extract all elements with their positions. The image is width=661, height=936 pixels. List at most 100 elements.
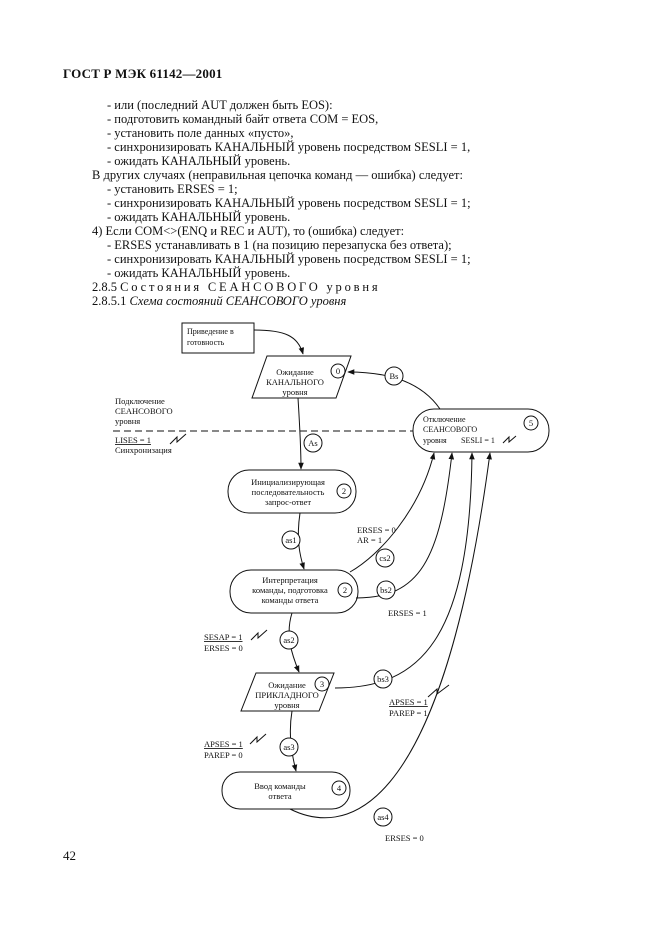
edge-cs2 [349,452,436,573]
body-line: - ожидать КАНАЛЬНЫЙ уровень. [107,266,291,280]
state-0-number-circle [330,363,346,379]
state-5-label-bg [419,428,515,435]
edge-as1 [297,512,305,570]
state-0-label: КАНАЛЬНОГО [266,377,324,387]
transition-as3-circle [279,737,299,757]
body-line: - синхронизировать КАНАЛЬНЫЙ уровень пос… [107,196,471,210]
state-4-number-circle [331,780,347,796]
body-line: - ожидать КАНАЛЬНЫЙ уровень. [107,210,291,224]
state-5-condition: SESLI = 1 [461,436,495,445]
erses0-bottom-label: ERSES = 0 [385,833,424,843]
transition-cs2-circle [375,548,395,568]
erses0-ar1-label: ERSES = 0 [357,525,396,535]
transition-As-circle [303,433,323,453]
state-3-box [240,672,335,712]
body-line: - установить поле данных «пусто», [107,126,294,140]
state-1-number-circle [336,483,352,499]
state-0-label: уровня [282,387,307,397]
sync-label: Синхронизация [115,445,172,455]
state-1-label: Инициализирующая [251,477,325,487]
section-number: 2.8.5 [92,280,117,294]
page-header: ГОСТ Р МЭК 61142—2001 [63,66,223,81]
state-0-box [251,355,352,399]
transition-cs2: cs2 [379,553,390,563]
state-3-number-circle [314,676,330,692]
edge-init-to-0 [253,329,305,355]
state-5-label: Отключение [423,415,466,424]
edge-As [297,397,304,470]
state-init-label: готовность [187,338,225,347]
section-title: Схема состояний СЕАНСОВОГО уровня [129,294,347,308]
state-5-label: СЕАНСОВОГО [423,425,477,434]
state-3-label: ПРИКЛАДНОГО [255,690,319,700]
body-line: - ERSES устанавливать в 1 (на позицию пе… [107,238,452,252]
edge-bs3 [334,452,475,689]
transition-bs2: bs2 [380,585,392,595]
body-line: - подготовить командный байт ответа COM … [107,112,379,126]
state-1-label: последовательность [252,487,325,497]
transition-as2-circle [279,630,299,650]
state-0-label: Ожидание [276,367,314,377]
erses0-ar1-label: AR = 1 [357,535,382,545]
state-3-label: Ожидание [268,680,306,690]
apses-parep0-label: APSES = 1 [204,739,243,749]
section-heading-2-8-5: 2.8.5 Состояния СЕАНСОВОГО уровня [92,280,380,294]
state-init-box [181,322,255,354]
sync-signal-icon [427,684,450,698]
transition-as4-circle [373,807,393,827]
sesap-condition: ERSES = 0 [204,643,243,653]
apses-parep1-label: APSES = 1 [389,697,428,707]
transition-As: As [308,438,317,448]
transition-Bs: Bs [390,371,399,381]
state-2-number: 2 [343,585,347,595]
body-line: 4) Если COM<>(ENQ и REC и AUT), то (ошиб… [92,224,405,238]
state-1-number: 2 [342,486,346,496]
state-5-label: уровня [423,436,447,445]
edge-as4 [289,452,492,819]
state-4-label: ответа [268,791,291,801]
erses1-label: ERSES = 1 [388,608,427,618]
transition-as2: as2 [283,635,294,645]
state-2-label: команды, подготовка [252,585,328,595]
state-5-number: 5 [529,418,533,428]
transition-as3: as3 [283,742,294,752]
transition-Bs-circle [384,366,404,386]
lises-condition: LISES = 1 [115,435,151,445]
state-0-number: 0 [336,366,340,376]
state-4-number: 4 [337,783,342,793]
transition-bs3-circle [373,669,393,689]
state-2-box [229,569,359,614]
connect-label: Подключение [115,396,165,406]
state-1-label: запрос-ответ [265,497,311,507]
transition-as1: as1 [285,535,296,545]
connect-label: уровня [115,416,140,426]
edge-bs2 [355,452,455,599]
body-line: - синхронизировать КАНАЛЬНЫЙ уровень пос… [107,252,471,266]
apses-parep0-label: PAREP = 0 [204,750,243,760]
section-number: 2.8.5.1 [92,294,127,308]
transition-as4: as4 [377,812,389,822]
transition-as1-circle [281,530,301,550]
sync-signal-icon [250,629,268,641]
sync-signal-icon [502,435,517,444]
state-init-label: Приведение в [187,327,234,336]
state-2-label: Интерпретация [262,575,318,585]
state-4-box [221,771,351,810]
transition-bs2-circle [376,580,396,600]
apses-parep1-label: PAREP = 1 [389,708,428,718]
state-1-box [227,469,357,514]
body-line: - синхронизировать КАНАЛЬНЫЙ уровень пос… [107,140,471,154]
sesap-condition: SESAP = 1 [204,632,243,642]
sync-signal-icon [249,733,267,745]
state-4-label: Ввод команды [254,781,306,791]
transition-bs3: bs3 [377,674,389,684]
sync-signal-icon [169,433,187,445]
connect-label: СЕАНСОВОГО [115,406,173,416]
body-line: - или (последний AUT должен быть EOS): [107,98,333,112]
page-number: 42 [63,848,76,863]
state-2-label: команды ответа [262,595,319,605]
body-line: - ожидать КАНАЛЬНЫЙ уровень. [107,154,291,168]
state-3-label: уровня [274,700,299,710]
